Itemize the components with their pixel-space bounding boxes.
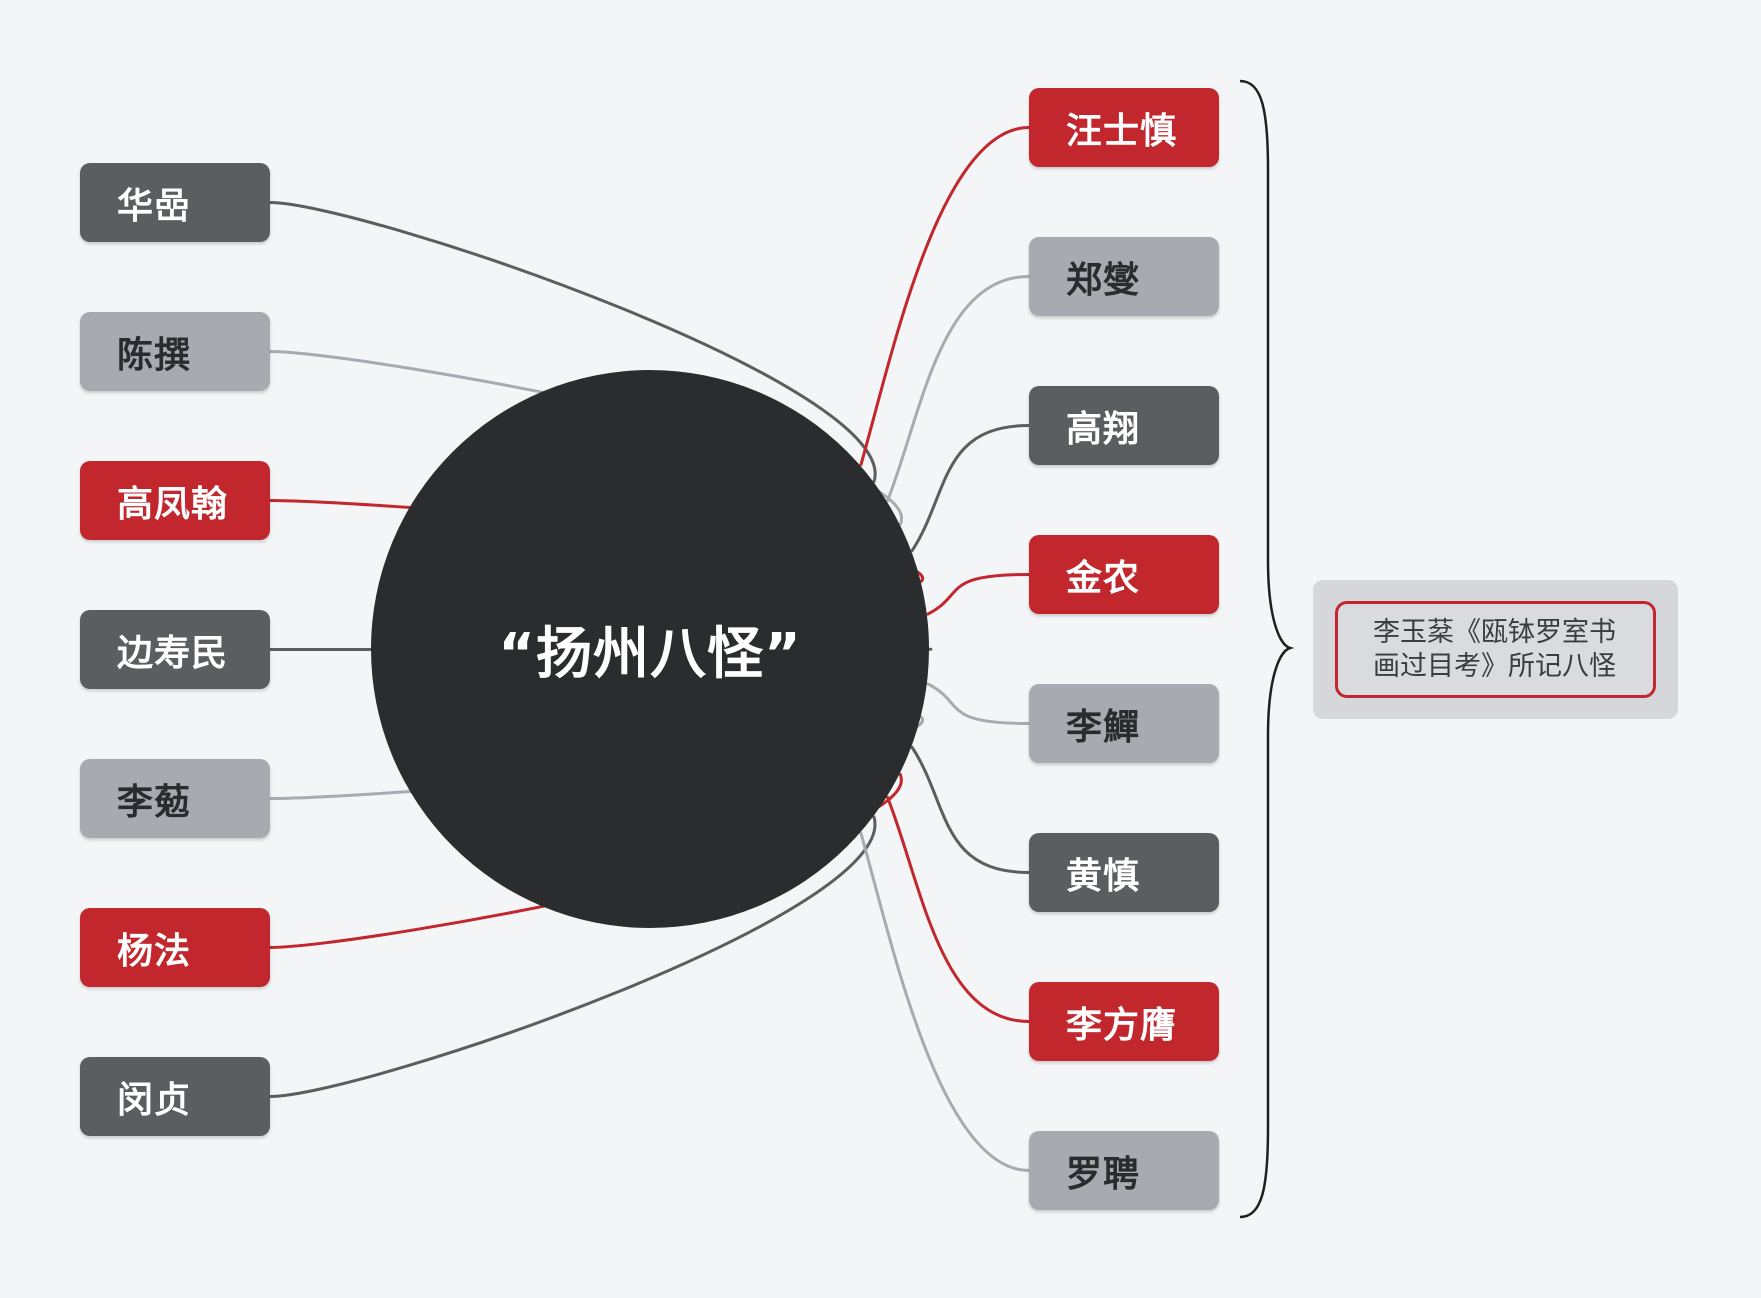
left-node-2[interactable]: 陈撰 xyxy=(80,312,270,391)
central-topic-title: “扬州八怪” xyxy=(498,621,802,687)
left-connector-1 xyxy=(269,201,877,483)
right-connector-3 xyxy=(910,424,1030,553)
node-label: 黄慎 xyxy=(1066,855,1141,897)
right-node-2[interactable]: 郑燮 xyxy=(1029,237,1219,316)
right-connector-6 xyxy=(910,745,1030,874)
node-label: 郑燮 xyxy=(1066,259,1141,301)
annotation-callout[interactable]: 李玉棻《瓯钵罗室书 画过目考》所记八怪 xyxy=(1313,580,1678,719)
node-label: 高凤翰 xyxy=(117,483,229,525)
node-label: 李方膺 xyxy=(1066,1004,1178,1046)
node-label: 闵贞 xyxy=(117,1079,192,1121)
right-curly-brace xyxy=(1239,79,1295,1219)
node-label: 李鱓 xyxy=(1066,706,1141,748)
node-label: 陈撰 xyxy=(117,334,192,376)
annotation-line-1: 李玉棻《瓯钵罗室书 xyxy=(1373,616,1616,648)
right-node-6[interactable]: 黄慎 xyxy=(1029,833,1219,912)
left-node-7[interactable]: 闵贞 xyxy=(80,1057,270,1136)
node-label: 杨法 xyxy=(117,930,192,972)
left-node-4[interactable]: 边寿民 xyxy=(80,610,270,689)
left-node-1[interactable]: 华嵒 xyxy=(80,163,270,242)
central-topic: “扬州八怪” xyxy=(371,370,929,928)
left-node-6[interactable]: 杨法 xyxy=(80,908,270,987)
right-connector-8 xyxy=(859,831,1030,1172)
node-label: 汪士慎 xyxy=(1066,110,1178,152)
right-connector-2 xyxy=(885,275,1030,503)
right-node-7[interactable]: 李方膺 xyxy=(1029,982,1219,1061)
node-label: 李葂 xyxy=(117,781,192,823)
node-label: 罗聘 xyxy=(1066,1153,1141,1195)
right-node-4[interactable]: 金农 xyxy=(1029,535,1219,614)
right-connector-5 xyxy=(926,682,1030,725)
node-label: 华嵒 xyxy=(117,185,192,227)
left-node-5[interactable]: 李葂 xyxy=(80,759,270,838)
annotation-line-2: 画过目考》所记八怪 xyxy=(1373,650,1616,682)
right-node-5[interactable]: 李鱓 xyxy=(1029,684,1219,763)
annotation-text-box: 李玉棻《瓯钵罗室书 画过目考》所记八怪 xyxy=(1335,601,1656,698)
right-connector-1 xyxy=(859,126,1030,467)
right-connector-7 xyxy=(885,795,1030,1023)
right-connector-4 xyxy=(926,573,1030,616)
node-label: 金农 xyxy=(1066,557,1141,599)
left-node-3[interactable]: 高凤翰 xyxy=(80,461,270,540)
node-label: 高翔 xyxy=(1066,408,1141,450)
node-label: 边寿民 xyxy=(117,632,229,674)
left-connector-7 xyxy=(269,815,877,1098)
right-node-8[interactable]: 罗聘 xyxy=(1029,1131,1219,1210)
right-node-3[interactable]: 高翔 xyxy=(1029,386,1219,465)
right-node-1[interactable]: 汪士慎 xyxy=(1029,88,1219,167)
